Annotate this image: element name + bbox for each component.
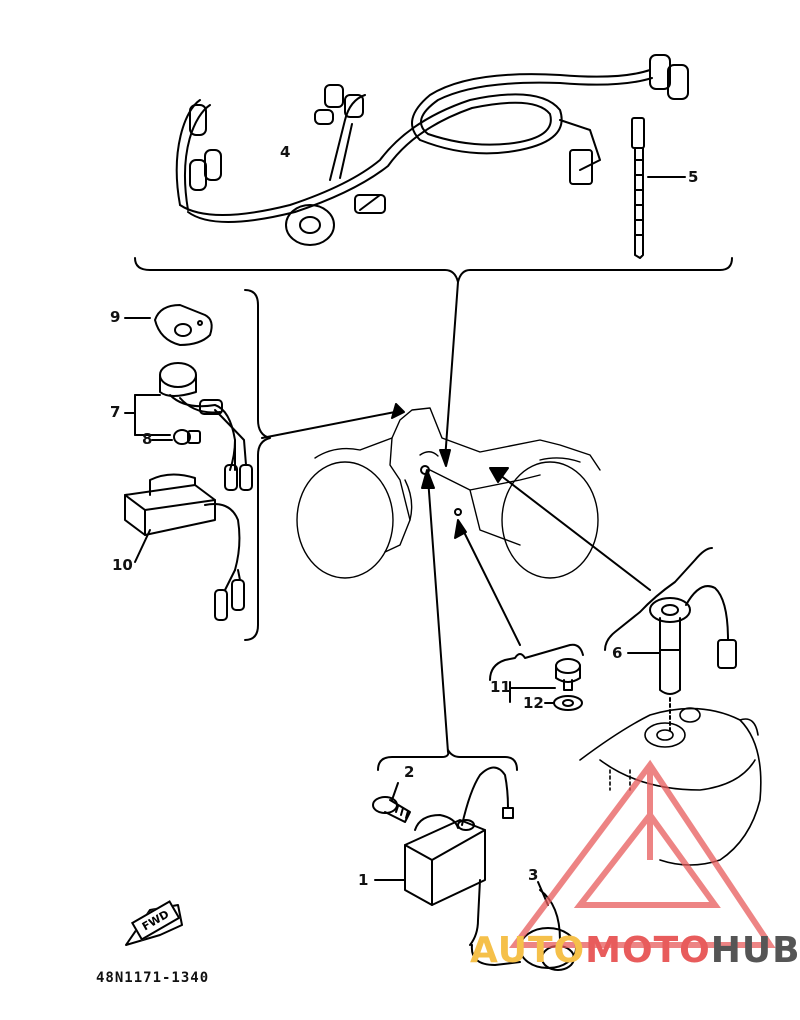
leader-2: [391, 782, 399, 801]
leader-harness-to-bike: [444, 281, 459, 461]
part-11-bolt: [555, 658, 581, 691]
callout-6: 6: [612, 644, 623, 662]
cable-tie: [631, 117, 645, 259]
callout-12: 12: [523, 694, 544, 712]
part-12-washer: [553, 695, 583, 711]
bracket-11-12: [489, 643, 584, 681]
fuel-tank: [579, 707, 762, 866]
bracket-1-3: [377, 749, 518, 771]
callout-7: 7: [110, 403, 121, 421]
part-6-sender: [649, 585, 737, 695]
leader-bolt-to-bike: [461, 527, 521, 646]
watermark-text: AUTOMOTOHUB: [470, 930, 800, 971]
part-10-unit: [124, 473, 245, 621]
wire-harness: [175, 54, 689, 246]
callout-2: 2: [404, 763, 415, 781]
watermark-text-c: HUB: [710, 930, 800, 971]
callout-4: 4: [280, 143, 291, 161]
leader-left-to-bike: [261, 411, 396, 439]
bracket-left: [244, 289, 271, 641]
callout-9: 9: [110, 308, 121, 326]
callout-10: 10: [112, 556, 133, 574]
leader-10: [134, 529, 151, 563]
watermark-logo: [509, 759, 776, 948]
part-7-switch: [159, 362, 253, 491]
callout-1: 1: [358, 871, 369, 889]
watermark-text-a: AUTO: [470, 930, 586, 971]
bracket-top: [134, 257, 733, 283]
motorcycle-outline: [296, 407, 601, 579]
callout-11: 11: [490, 678, 511, 696]
part-1-coil: [404, 766, 521, 966]
part-2-bolt: [372, 796, 411, 823]
leader-coil-to-bike: [427, 477, 449, 753]
bracket-6: [604, 547, 713, 651]
watermark-text-b: MOTO: [585, 930, 711, 971]
part-9-plate: [154, 304, 213, 346]
leader-6-to-bike: [499, 474, 651, 591]
part-8-bulb: [173, 429, 201, 445]
callout-3: 3: [528, 866, 539, 884]
callout-5: 5: [688, 168, 699, 186]
callout-8: 8: [142, 430, 153, 448]
part-number: 48N1171-1340: [96, 970, 210, 986]
